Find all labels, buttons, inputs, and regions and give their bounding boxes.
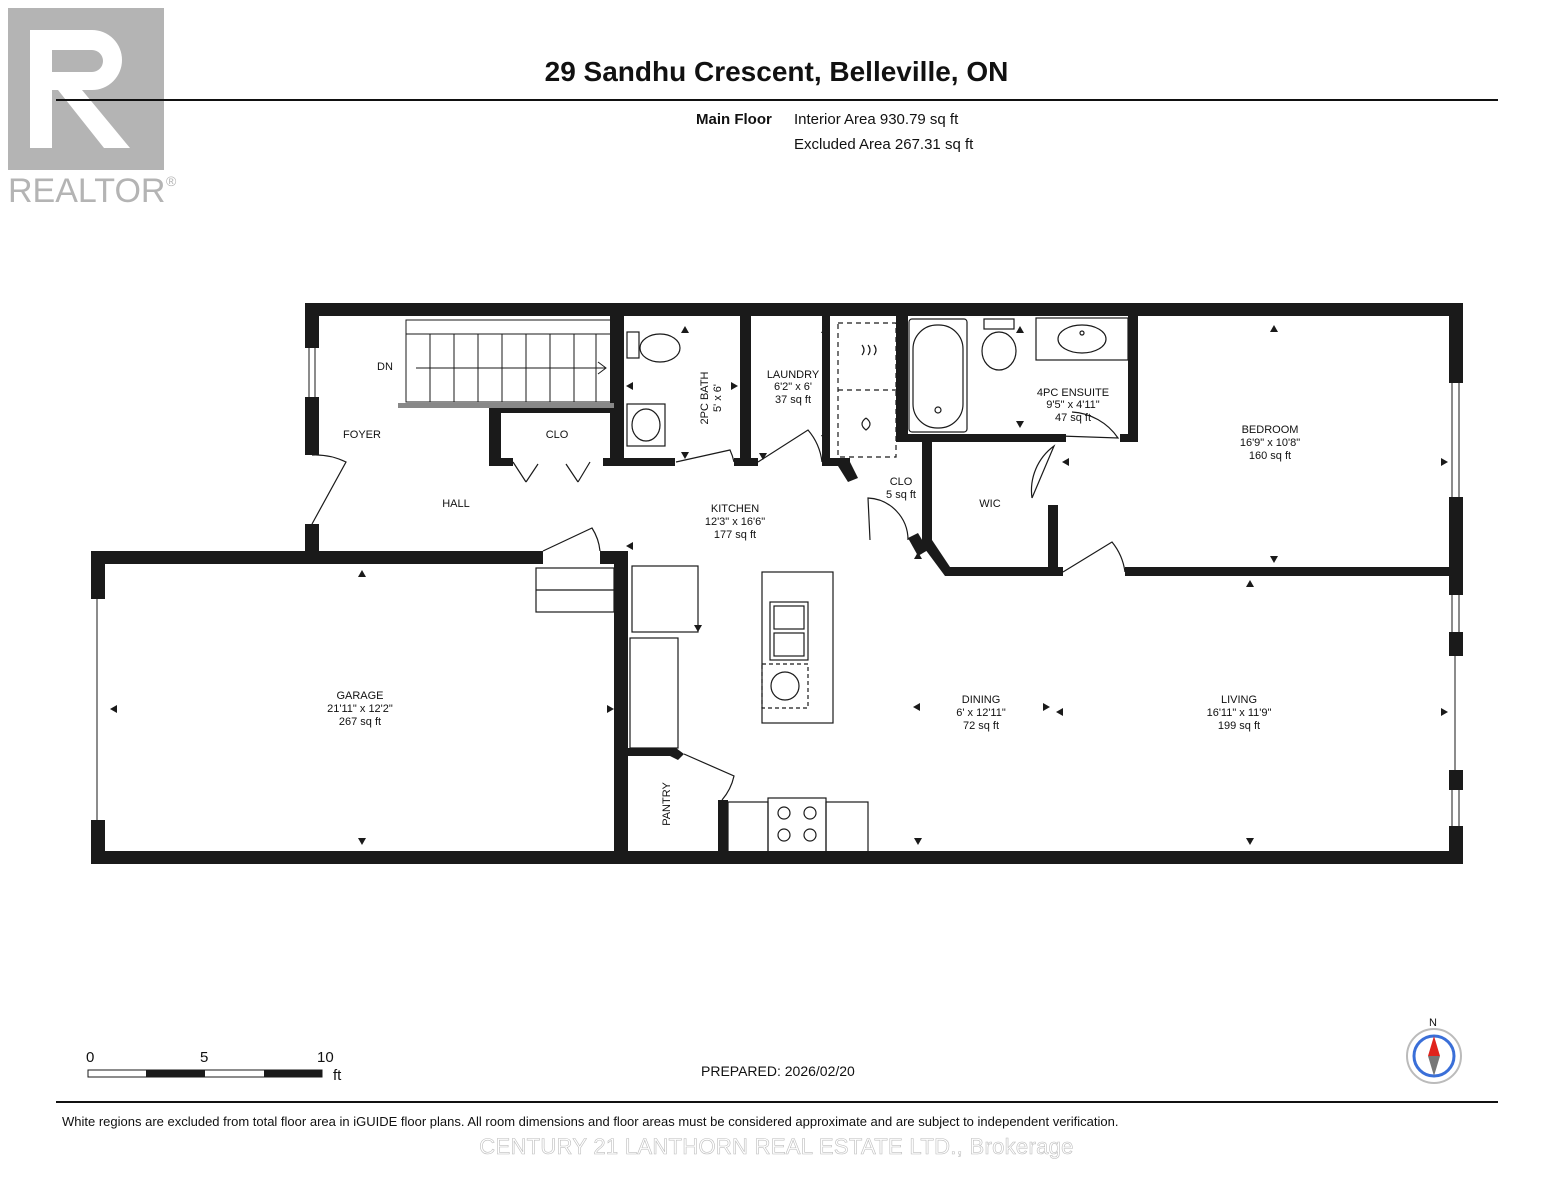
ensuite-name: 4PC ENSUITE [1037, 387, 1109, 399]
excluded-area: Excluded Area 267.31 sq ft [794, 136, 974, 153]
bath2-name: 2PC BATH [699, 371, 711, 424]
realtor-logo: REALTOR ® [8, 8, 178, 210]
garage-dims: 21'11" x 12'2" [327, 703, 393, 715]
fixtures [535, 317, 1129, 853]
laundry-area: 37 sq ft [775, 394, 811, 406]
dining-area: 72 sq ft [963, 720, 999, 732]
stairs [405, 319, 617, 403]
walls [91, 303, 1463, 864]
stair-landing [398, 403, 614, 408]
foyer-label: FOYER [343, 429, 381, 441]
wic-label: WIC [979, 498, 1000, 510]
hall-closet-label: CLO [546, 429, 569, 441]
bath2-dims: 5' x 6' [712, 384, 724, 412]
living-area: 199 sq ft [1218, 720, 1260, 732]
dining-dims: 6' x 12'11" [956, 707, 1006, 719]
doors [311, 411, 1126, 801]
garage-name: GARAGE [336, 690, 383, 702]
brokerage-watermark: CENTURY 21 LANTHORN REAL ESTATE LTD., Br… [479, 1134, 1074, 1160]
scale-label-5: 5 [200, 1049, 208, 1066]
scale-unit: ft [333, 1067, 342, 1084]
kitchen-name: KITCHEN [711, 503, 759, 515]
ensuite-area: 47 sq ft [1055, 412, 1091, 424]
kitchen-dims: 12'3" x 16'6" [705, 516, 765, 528]
disclaimer: White regions are excluded from total fl… [62, 1114, 1119, 1129]
small-closet-area: 5 sq ft [886, 489, 916, 501]
pantry-label: PANTRY [661, 782, 673, 826]
bedroom-dims: 16'9" x 10'8" [1240, 437, 1300, 449]
ensuite-dims: 9'5" x 4'11" [1046, 399, 1099, 411]
dining-name: DINING [962, 694, 1001, 706]
garage-area: 267 sq ft [339, 716, 381, 728]
windows [96, 348, 1460, 826]
realtor-r-icon: REALTOR ® [8, 8, 177, 210]
scale-label-10: 10 [317, 1049, 334, 1066]
scale-bar: 0 5 10 ft [86, 1049, 342, 1084]
prepared-date: PREPARED: 2026/02/20 [701, 1063, 855, 1079]
small-closet-name: CLO [890, 476, 913, 488]
kitchen-area: 177 sq ft [714, 529, 756, 541]
bedroom-name: BEDROOM [1242, 424, 1299, 436]
compass-north-label: N [1429, 1017, 1437, 1029]
interior-area: Interior Area 930.79 sq ft [794, 111, 959, 128]
room-labels: DN FOYER HALL CLO 2PC BATH 5' x 6' LAUND… [327, 361, 1300, 826]
page-title: 29 Sandhu Crescent, Belleville, ON [544, 56, 1009, 87]
floor-label: Main Floor [696, 111, 772, 128]
stairs-down-label: DN [377, 361, 393, 373]
laundry-name: LAUNDRY [767, 369, 820, 381]
living-name: LIVING [1221, 694, 1257, 706]
bedroom-area: 160 sq ft [1249, 450, 1291, 462]
realtor-wordmark: REALTOR [8, 172, 165, 208]
laundry-dims: 6'2" x 6' [774, 381, 812, 393]
dimension-markers [110, 325, 1448, 845]
compass-icon: N [1406, 1017, 1462, 1084]
living-dims: 16'11" x 11'9" [1207, 707, 1272, 719]
header-divider [56, 99, 1498, 101]
scale-label-0: 0 [86, 1049, 94, 1066]
svg-text:®: ® [166, 173, 177, 189]
footer-divider [56, 1101, 1498, 1103]
hall-label: HALL [442, 498, 470, 510]
